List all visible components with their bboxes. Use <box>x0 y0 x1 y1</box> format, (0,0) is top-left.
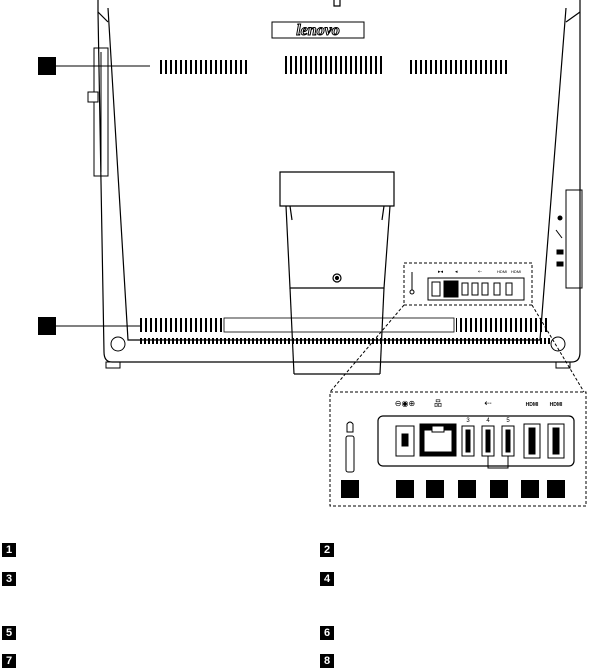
usb-port-number-3: 3 <box>466 418 470 424</box>
optical-drive <box>87 47 109 177</box>
hdmi-ports <box>523 423 565 459</box>
computer-back-diagram: lenovo <box>56 0 587 507</box>
svg-text:HDMI: HDMI <box>497 269 507 274</box>
zoom-port-panel: ⊖◉⊕ 品 ⇠ HDMI HDMI 3 4 5 <box>329 391 587 507</box>
lenovo-logo: lenovo <box>271 21 365 40</box>
callout-marker-hdmi-out <box>521 480 539 498</box>
legend-number-8: 8 <box>320 654 334 668</box>
hdmi-in-symbol: HDMI <box>550 402 563 408</box>
bottom-vents <box>140 317 550 344</box>
security-lock-slot <box>345 421 355 473</box>
usb-port-number-4: 4 <box>486 418 490 424</box>
feet <box>105 336 571 369</box>
zoom-leaders <box>329 304 585 393</box>
ethernet-symbol: 品 <box>434 399 442 408</box>
callout-marker-usb-3 <box>458 480 476 498</box>
callout-leaders <box>56 65 150 327</box>
usb-port-number-5: 5 <box>506 418 510 424</box>
callout-marker-lock <box>341 480 359 498</box>
legend-number-6: 6 <box>320 626 334 640</box>
legend-number-4: 4 <box>320 572 334 586</box>
callout-marker-power <box>396 480 414 498</box>
svg-text:▸◂: ▸◂ <box>438 269 444 275</box>
legend-number-2: 2 <box>320 543 334 557</box>
stand <box>279 171 395 375</box>
ethernet-port <box>419 423 457 457</box>
hdmi-out-symbol: HDMI <box>526 402 539 408</box>
callout-marker-hdmi-in <box>547 480 565 498</box>
dc-in-port <box>395 425 415 457</box>
legend-number-7: 7 <box>2 654 16 668</box>
top-vents <box>158 56 508 74</box>
svg-text:HDMI: HDMI <box>511 269 521 274</box>
usb-symbol: ⇠ <box>484 398 492 408</box>
callout-marker-vent-top <box>38 57 56 75</box>
callout-marker-ethernet <box>426 480 444 498</box>
logo-text: lenovo <box>296 22 340 39</box>
usb-ports <box>461 425 515 469</box>
callout-marker-usb-4-5 <box>490 480 508 498</box>
monitor-body <box>97 0 581 363</box>
side-ports <box>555 189 583 289</box>
svg-text:⇠: ⇠ <box>478 269 482 275</box>
svg-text:◂: ◂ <box>455 269 458 275</box>
legend-number-3: 3 <box>2 572 16 586</box>
dc-in-symbol: ⊖◉⊕ <box>395 399 415 408</box>
legend-number-5: 5 <box>2 626 16 640</box>
legend-number-1: 1 <box>2 543 16 557</box>
callout-marker-vent-bottom <box>38 317 56 335</box>
rear-port-panel: ▸◂ ◂ ⇠ HDMI HDMI <box>403 262 533 306</box>
